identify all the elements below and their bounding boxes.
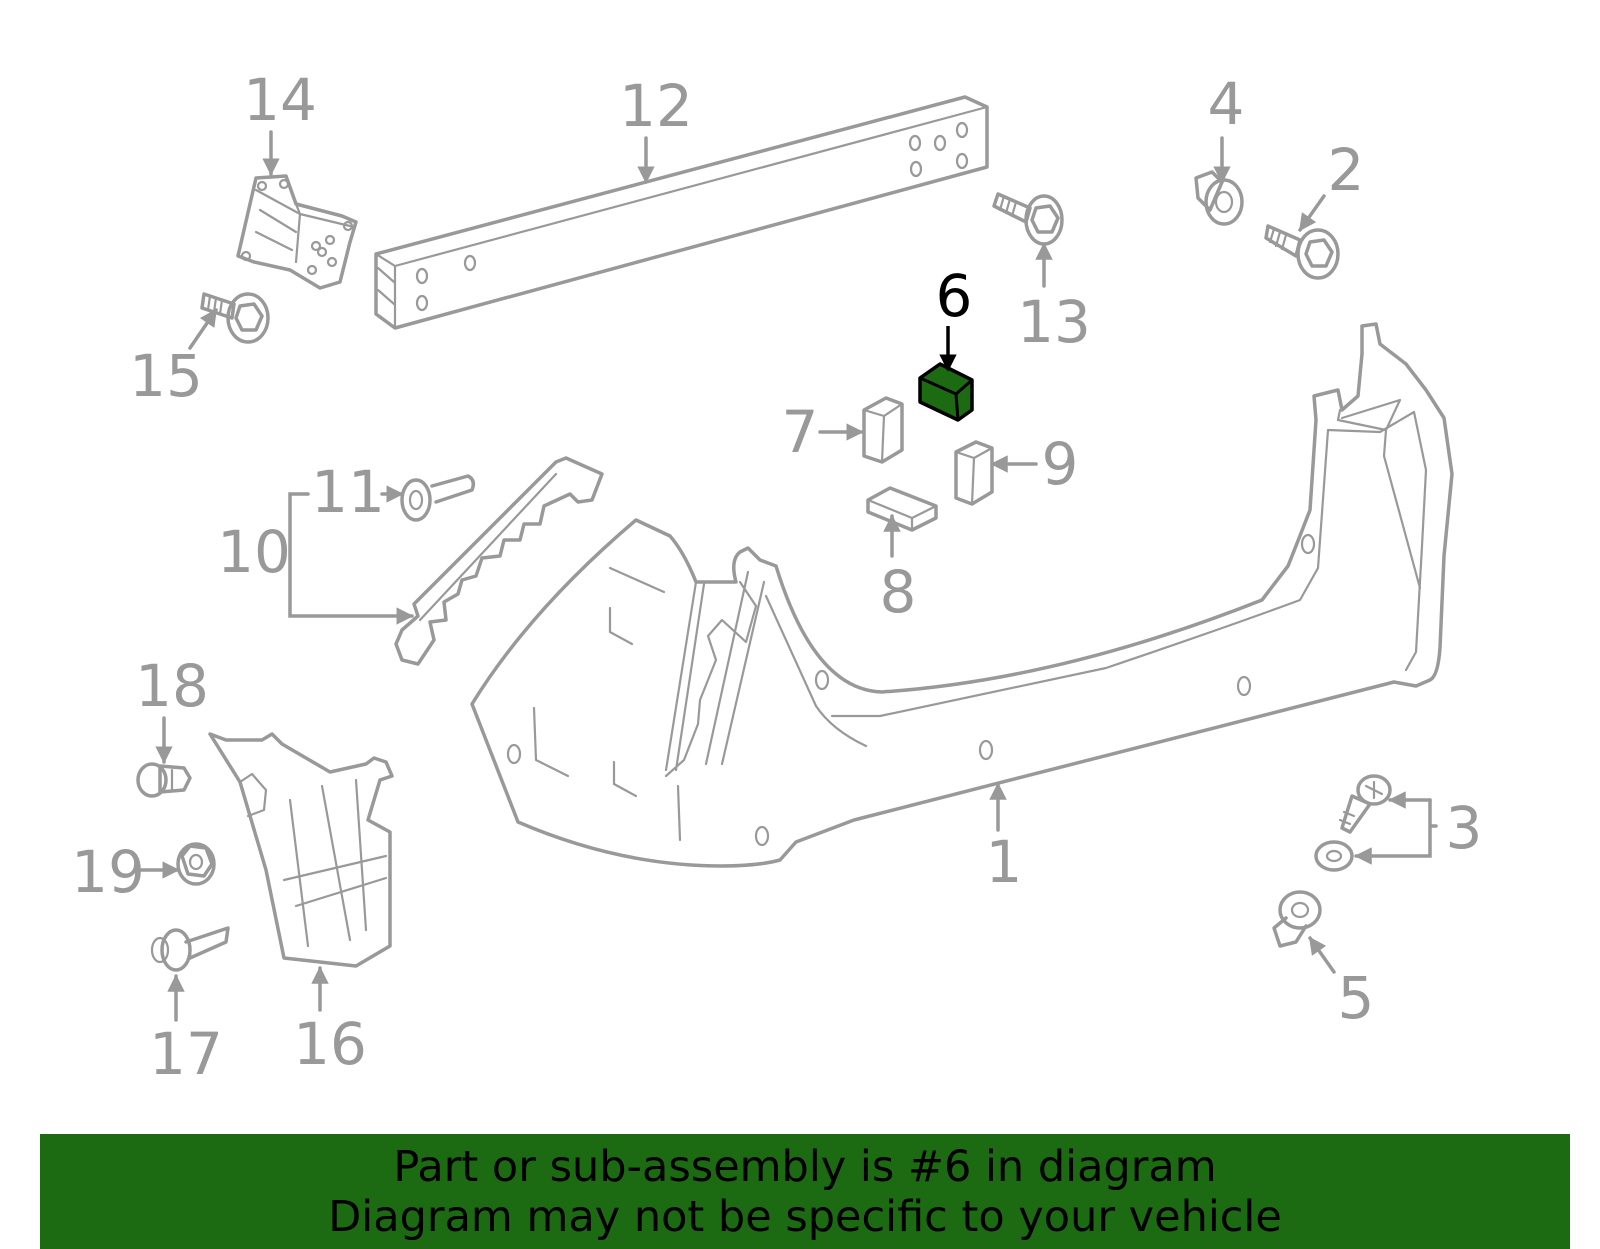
banner-line-1: Part or sub-assembly is #6 in diagram [393, 1141, 1217, 1192]
callout-11: 11 [311, 458, 385, 526]
callout-5: 5 [1338, 964, 1375, 1032]
part-6-highlighted[interactable] [918, 362, 974, 422]
callout-16: 16 [293, 1010, 367, 1078]
banner-line-2: Diagram may not be specific to your vehi… [328, 1191, 1282, 1242]
callout-7: 7 [782, 398, 819, 466]
callout-8: 8 [880, 558, 917, 626]
part-9-spacer [954, 440, 994, 506]
callout-4: 4 [1208, 70, 1245, 138]
part-10-absorber [394, 456, 604, 666]
callout-10: 10 [217, 518, 291, 586]
part-15-bolt [200, 292, 270, 344]
callout-15: 15 [129, 342, 203, 410]
callout-3: 3 [1446, 794, 1483, 862]
part-18-nut [136, 762, 192, 798]
callout-13: 13 [1017, 288, 1091, 356]
part-7-spacer [862, 396, 904, 464]
callout-1: 1 [986, 828, 1023, 896]
callout-12: 12 [619, 72, 693, 140]
callout-18: 18 [135, 652, 209, 720]
callout-17: 17 [149, 1020, 223, 1088]
part-2-screw [1264, 224, 1340, 280]
part-4-nut [1194, 170, 1244, 226]
callout-6[interactable]: 6 [936, 262, 973, 330]
callout-19: 19 [71, 838, 145, 906]
part-19-nut [176, 842, 216, 886]
info-banner: Part or sub-assembly is #6 in diagram Di… [40, 1134, 1570, 1249]
callout-2: 2 [1328, 136, 1365, 204]
part-13-bolt [992, 192, 1064, 246]
part-1-bumper-cover [470, 322, 1454, 868]
leader-lines [134, 130, 1438, 1022]
part-16-bracket [208, 732, 394, 968]
part-8-pad [866, 486, 938, 532]
part-12-reinforcement-beam [374, 95, 989, 330]
callout-labels: 14 12 4 2 13 15 6 7 9 8 11 10 1 3 5 18 1… [71, 66, 1482, 1088]
callout-9: 9 [1042, 430, 1079, 498]
part-11-pin [400, 474, 476, 522]
part-5-clip [1272, 890, 1322, 948]
part-14-bracket [236, 174, 358, 290]
callout-14: 14 [243, 66, 317, 134]
part-17-retainer [150, 926, 230, 972]
